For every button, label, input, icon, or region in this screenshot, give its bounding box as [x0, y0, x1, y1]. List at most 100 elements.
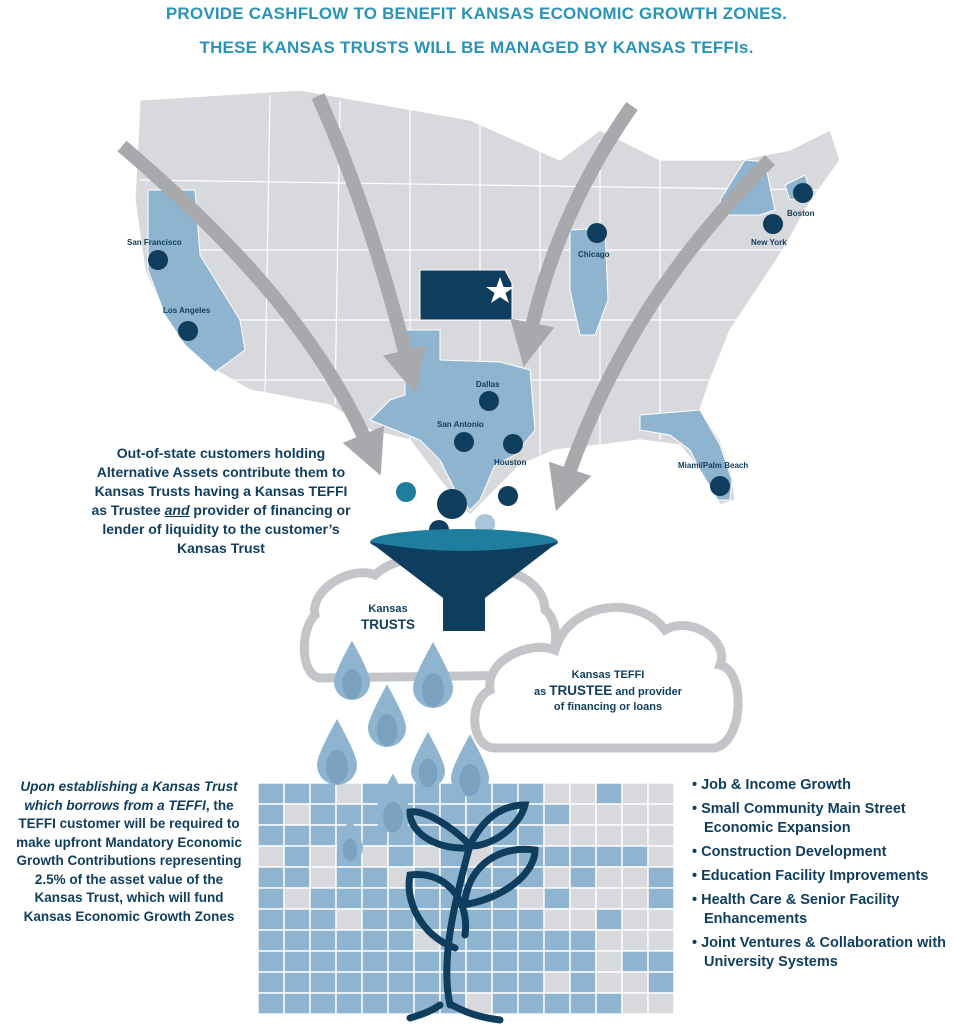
- city-dot-boston: [793, 183, 813, 203]
- county-cell: [283, 887, 311, 910]
- county-cell: [387, 929, 415, 952]
- county-cell: [491, 929, 519, 952]
- county-cell: [621, 929, 649, 952]
- city-dot-houston: [503, 434, 523, 454]
- county-cell: [309, 929, 337, 952]
- county-cell: [283, 971, 311, 994]
- county-cell: [517, 908, 545, 931]
- county-cell: [335, 782, 363, 805]
- city-label-new-york: New York: [751, 238, 787, 247]
- county-cell: [335, 887, 363, 910]
- county-cell: [309, 824, 337, 847]
- county-cell: [517, 824, 545, 847]
- county-cell: [621, 887, 649, 910]
- county-cell: [543, 782, 571, 805]
- county-cell: [335, 992, 363, 1015]
- county-cell: [569, 887, 597, 910]
- county-cell: [647, 950, 675, 973]
- county-cell: [387, 971, 415, 994]
- city-label-houston: Houston: [494, 458, 527, 467]
- county-cell: [283, 782, 311, 805]
- benefit-item: Education Facility Improvements: [692, 867, 952, 886]
- county-cell: [569, 782, 597, 805]
- county-cell: [465, 908, 493, 931]
- county-cell: [387, 908, 415, 931]
- county-cell: [543, 950, 571, 973]
- county-cell: [569, 929, 597, 952]
- county-cell: [595, 950, 623, 973]
- city-dots: [148, 183, 813, 496]
- county-cell: [309, 971, 337, 994]
- benefit-item: Small Community Main Street Economic Exp…: [692, 800, 952, 838]
- county-cell: [257, 950, 285, 973]
- county-cell: [595, 866, 623, 889]
- county-cell: [569, 845, 597, 868]
- county-cell: [361, 866, 389, 889]
- funnel-icon: [370, 529, 558, 631]
- city-dot-san-francisco: [148, 250, 168, 270]
- county-cell: [543, 845, 571, 868]
- county-cell: [595, 992, 623, 1015]
- water-drop-highlight: [342, 838, 358, 862]
- county-cell: [309, 803, 337, 826]
- county-cell: [647, 908, 675, 931]
- water-drop-highlight: [376, 713, 398, 747]
- county-cell: [543, 929, 571, 952]
- county-cell: [257, 845, 285, 868]
- city-dot-chicago: [587, 223, 607, 243]
- county-cell: [361, 950, 389, 973]
- inflow-arrows: [117, 93, 775, 512]
- county-cell: [569, 992, 597, 1015]
- contribution-requirement: Upon establishing a Kansas Trust which b…: [16, 779, 242, 924]
- county-cell: [543, 803, 571, 826]
- county-cell: [517, 782, 545, 805]
- county-cell: [569, 803, 597, 826]
- city-dot-los-angeles: [178, 321, 198, 341]
- county-cell: [335, 950, 363, 973]
- county-cell: [491, 971, 519, 994]
- benefits-list: Job & Income Growth Small Community Main…: [692, 776, 952, 977]
- county-cell: [595, 929, 623, 952]
- county-cell: [387, 845, 415, 868]
- emphasis-and: and: [164, 502, 190, 518]
- county-cell: [361, 992, 389, 1015]
- county-cell: [595, 845, 623, 868]
- city-dot-dallas: [479, 391, 499, 411]
- county-cell: [543, 992, 571, 1015]
- teffi-cloud-label: Kansas TEFFI as TRUSTEE and provider of …: [534, 669, 682, 713]
- county-cell: [309, 992, 337, 1015]
- county-cell: [361, 929, 389, 952]
- county-cell: [257, 992, 285, 1015]
- county-cell: [257, 908, 285, 931]
- benefit-item: Health Care & Senior Facility Enhancemen…: [692, 891, 952, 929]
- county-cell: [283, 950, 311, 973]
- county-cell: [491, 992, 519, 1015]
- water-drop-highlight: [326, 750, 348, 784]
- county-cell: [621, 803, 649, 826]
- county-cell: [335, 929, 363, 952]
- city-label-san-antonio: San Antonio: [437, 420, 484, 429]
- county-cell: [621, 950, 649, 973]
- county-cell: [647, 845, 675, 868]
- city-label-boston: Boston: [787, 209, 815, 218]
- benefit-item: Job & Income Growth: [692, 776, 952, 795]
- county-cell: [621, 782, 649, 805]
- plant-icon: [405, 801, 539, 1024]
- county-cell: [361, 845, 389, 868]
- county-cell: [569, 971, 597, 994]
- county-cell: [257, 866, 285, 889]
- city-label-los-angeles: Los Angeles: [163, 306, 211, 315]
- county-cell: [517, 887, 545, 910]
- county-cell: [361, 908, 389, 931]
- county-cell: [621, 971, 649, 994]
- county-cell: [517, 929, 545, 952]
- county-cell: [413, 845, 441, 868]
- county-cell: [309, 887, 337, 910]
- county-cell: [491, 782, 519, 805]
- city-dot-miami: [710, 476, 730, 496]
- headline-teffi: THESE KANSAS TRUSTS WILL BE MANAGED BY K…: [199, 38, 754, 57]
- county-cell: [465, 950, 493, 973]
- county-cell: [257, 887, 285, 910]
